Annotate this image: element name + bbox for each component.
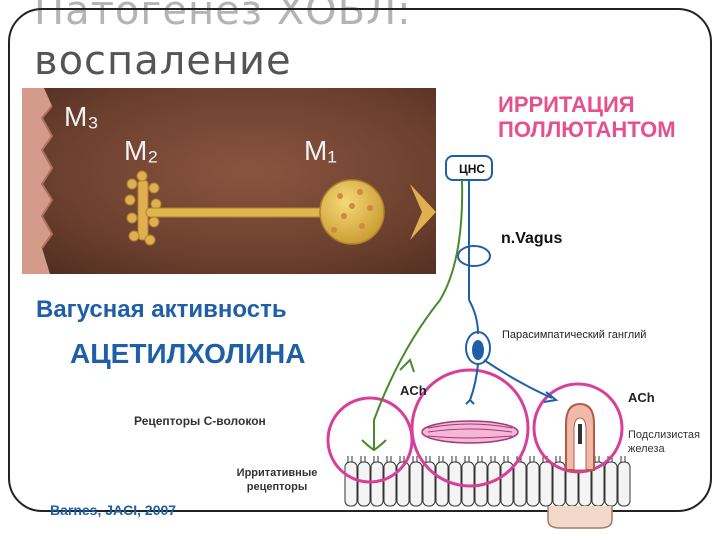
- submucosal-gland: [566, 404, 594, 470]
- vagus-label: n.Vagus: [501, 230, 562, 248]
- reference-caption: Barnes, JACI, 2007: [50, 502, 176, 518]
- preganglionic-fiber: [469, 300, 478, 334]
- irritation-label: ИРРИТАЦИЯ ПОЛЛЮТАНТОМ: [498, 92, 698, 142]
- irritant-receptors-label: Ирритативные рецепторы: [222, 466, 332, 494]
- gland-duct: [548, 506, 612, 528]
- ach-left-label: ACh: [400, 383, 427, 398]
- ach-right-label: ACh: [628, 390, 655, 405]
- fiber-to-gland: [484, 360, 552, 398]
- acetylcholine-caption: АЦЕТИЛХОЛИНА: [70, 338, 305, 370]
- afferent-arrow: [400, 360, 414, 372]
- smooth-muscle: [422, 421, 518, 443]
- vagus-ring: [458, 246, 490, 266]
- vagal-activity-caption: Вагусная активность: [36, 296, 287, 324]
- cns-label: ЦНС: [452, 162, 492, 176]
- submucosal-gland-label: Подслизистая железа: [628, 428, 718, 456]
- c-fiber-receptors-label: Рецепторы С-волокон: [134, 414, 266, 428]
- parasympathetic-ganglion-label: Парасимпатический ганглий: [502, 328, 652, 342]
- afferent-c-fiber: [374, 180, 462, 450]
- ganglion-body: [472, 340, 484, 360]
